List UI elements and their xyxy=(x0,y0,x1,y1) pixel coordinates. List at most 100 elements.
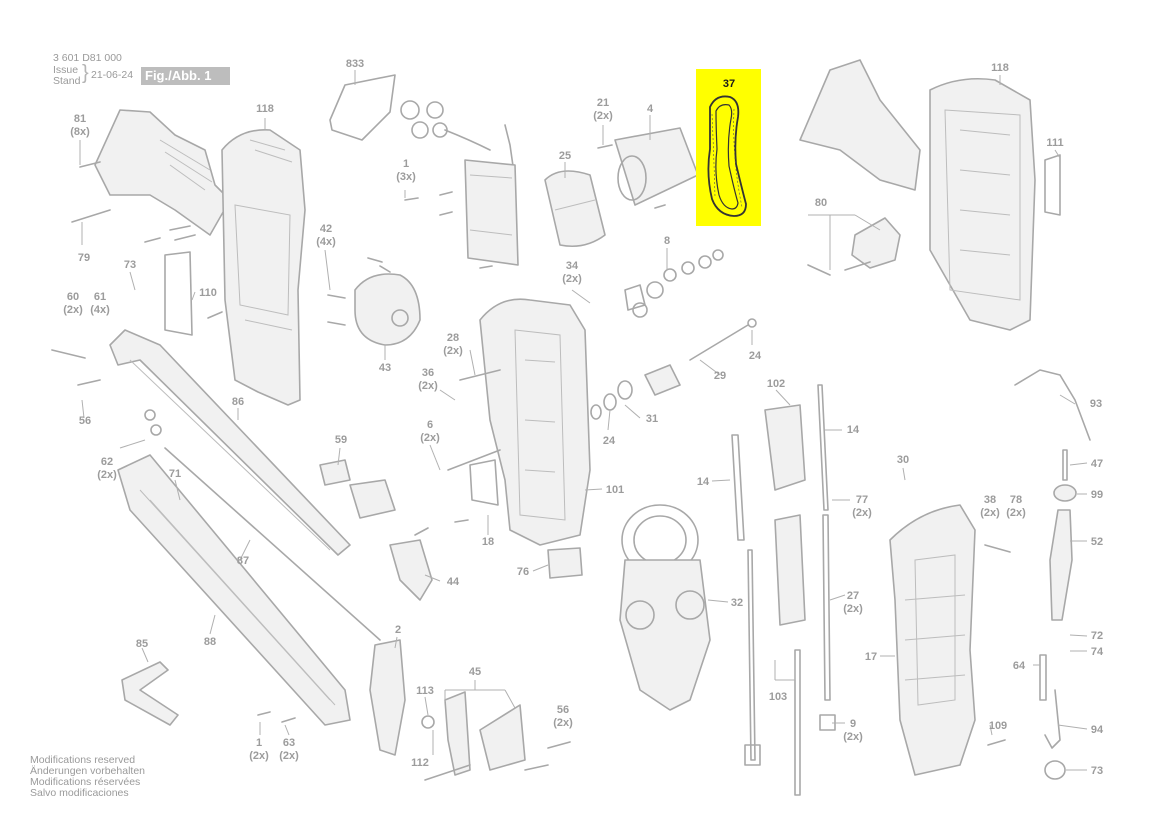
part-label-28: 28(2x) xyxy=(443,332,463,357)
leader-lines xyxy=(79,70,1088,771)
note-spanish: Salvo modificaciones xyxy=(30,787,129,799)
drive-belt-drawing xyxy=(707,95,747,217)
part-label-29: 29 xyxy=(713,370,727,382)
part-label-110: 110 xyxy=(199,287,217,299)
motor-drawing xyxy=(544,127,699,248)
part-label-31: 31 xyxy=(645,413,659,425)
part-label-113: 113 xyxy=(416,685,434,697)
middle-small-parts-drawing xyxy=(319,459,583,601)
part-label-118-left: 118 xyxy=(256,103,274,115)
part-label-25: 25 xyxy=(558,150,572,162)
part-label-17: 17 xyxy=(864,651,878,663)
part-label-77: 77(2x) xyxy=(852,494,872,519)
lower-small-parts-drawing xyxy=(121,639,571,781)
gear-stack-drawing xyxy=(624,249,724,318)
part-label-87: 87 xyxy=(236,555,250,567)
part-label-94: 94 xyxy=(1090,724,1104,736)
part-label-59: 59 xyxy=(334,434,348,446)
pcb-drawing xyxy=(404,159,519,269)
part-label-99: 99 xyxy=(1090,489,1104,501)
wire-harness-drawing xyxy=(329,74,516,181)
brace: } xyxy=(82,62,89,84)
part-label-62: 62(2x) xyxy=(97,456,117,481)
part-label-24-upper: 24 xyxy=(748,350,762,362)
part-label-9: 9(2x) xyxy=(843,718,863,743)
part-label-71: 71 xyxy=(168,468,182,480)
part-label-42: 42(4x) xyxy=(316,223,336,248)
part-label-4: 4 xyxy=(646,103,654,115)
clip-80-drawing xyxy=(807,217,901,276)
part-label-8: 8 xyxy=(663,235,671,247)
part-label-86: 86 xyxy=(231,396,245,408)
housing-shell-left-drawing xyxy=(164,129,306,406)
part-label-833: 833 xyxy=(345,58,365,70)
part-label-109: 109 xyxy=(988,720,1008,732)
part-label-43: 43 xyxy=(378,362,392,374)
pulley-assembly-drawing xyxy=(619,504,711,711)
part-label-52: 52 xyxy=(1090,536,1104,548)
part-label-18: 18 xyxy=(481,536,495,548)
figure-label: Fig./Abb. 1 xyxy=(141,67,230,85)
part-label-111: 111 xyxy=(1046,137,1064,149)
highlighted-part-number: 37 xyxy=(722,78,736,90)
part-label-34: 34(2x) xyxy=(562,260,582,285)
part-label-81: 81(8x) xyxy=(70,113,90,138)
part-label-64: 64 xyxy=(1012,660,1026,672)
modification-notes: Modifications reserved Änderungen vorbeh… xyxy=(30,755,145,799)
part-label-14-right: 14 xyxy=(846,424,860,436)
part-label-24-lower: 24 xyxy=(602,435,616,447)
issue-date: 21-06-24 xyxy=(91,69,134,81)
part-label-101: 101 xyxy=(605,484,625,496)
part-label-112: 112 xyxy=(411,757,429,769)
part-label-118-right: 118 xyxy=(991,62,1009,74)
part-label-32: 32 xyxy=(730,597,744,609)
part-label-79: 79 xyxy=(77,252,91,264)
housing-shell-right-drawing xyxy=(799,59,1061,331)
part-label-21: 21(2x) xyxy=(593,97,613,122)
drive-rods-drawing xyxy=(744,514,836,796)
part-label-103: 103 xyxy=(768,691,788,703)
cover-housing-drawing xyxy=(889,504,976,776)
note-english: Modifications reserved xyxy=(30,754,136,766)
part-label-85: 85 xyxy=(135,638,149,650)
guide-rods-drawing xyxy=(731,384,829,541)
part-label-73-upper: 73 xyxy=(123,259,137,271)
part-label-88: 88 xyxy=(203,636,217,648)
part-label-60: 60(2x) xyxy=(63,291,83,316)
part-label-56-lower: 56(2x) xyxy=(553,704,573,729)
stand-label: Stand xyxy=(53,75,81,87)
part-label-14-left: 14 xyxy=(696,476,710,488)
drive-shaft-drawing xyxy=(590,318,757,420)
part-label-6: 6(2x) xyxy=(420,419,440,444)
issue-label: Issue xyxy=(53,64,79,76)
part-label-45: 45 xyxy=(468,666,482,678)
part-label-76: 76 xyxy=(516,566,530,578)
handle-grip-drawing xyxy=(71,109,231,243)
part-label-73-lower: 73 xyxy=(1090,765,1104,777)
part-label-72: 72 xyxy=(1090,630,1104,642)
part-label-78: 78(2x) xyxy=(1006,494,1026,519)
magazine-rail-drawing xyxy=(51,329,381,726)
part-label-44: 44 xyxy=(446,576,460,588)
part-label-63: 63(2x) xyxy=(279,737,299,762)
part-label-1-lower: 1(2x) xyxy=(249,737,269,762)
part-label-74: 74 xyxy=(1090,646,1104,658)
part-label-2: 2 xyxy=(394,624,402,636)
trigger-parts-drawing xyxy=(984,369,1091,780)
part-label-102: 102 xyxy=(766,378,786,390)
part-label-1-upper: 1(3x) xyxy=(396,158,416,183)
part-label-47: 47 xyxy=(1090,458,1104,470)
note-french: Modifications réservées xyxy=(30,776,141,788)
part-label-30: 30 xyxy=(896,454,910,466)
part-label-61: 61(4x) xyxy=(90,291,110,316)
part-label-80: 80 xyxy=(814,197,828,209)
bearing-plate-drawing xyxy=(327,257,421,346)
part-label-27: 27(2x) xyxy=(843,590,863,615)
part-label-38: 38(2x) xyxy=(980,494,1000,519)
gearbox-housing-drawing xyxy=(447,298,591,546)
note-german: Änderungen vorbehalten xyxy=(30,765,146,777)
part-label-36: 36(2x) xyxy=(418,367,438,392)
part-label-93: 93 xyxy=(1089,398,1103,410)
part-label-56-upper: 56 xyxy=(78,415,92,427)
